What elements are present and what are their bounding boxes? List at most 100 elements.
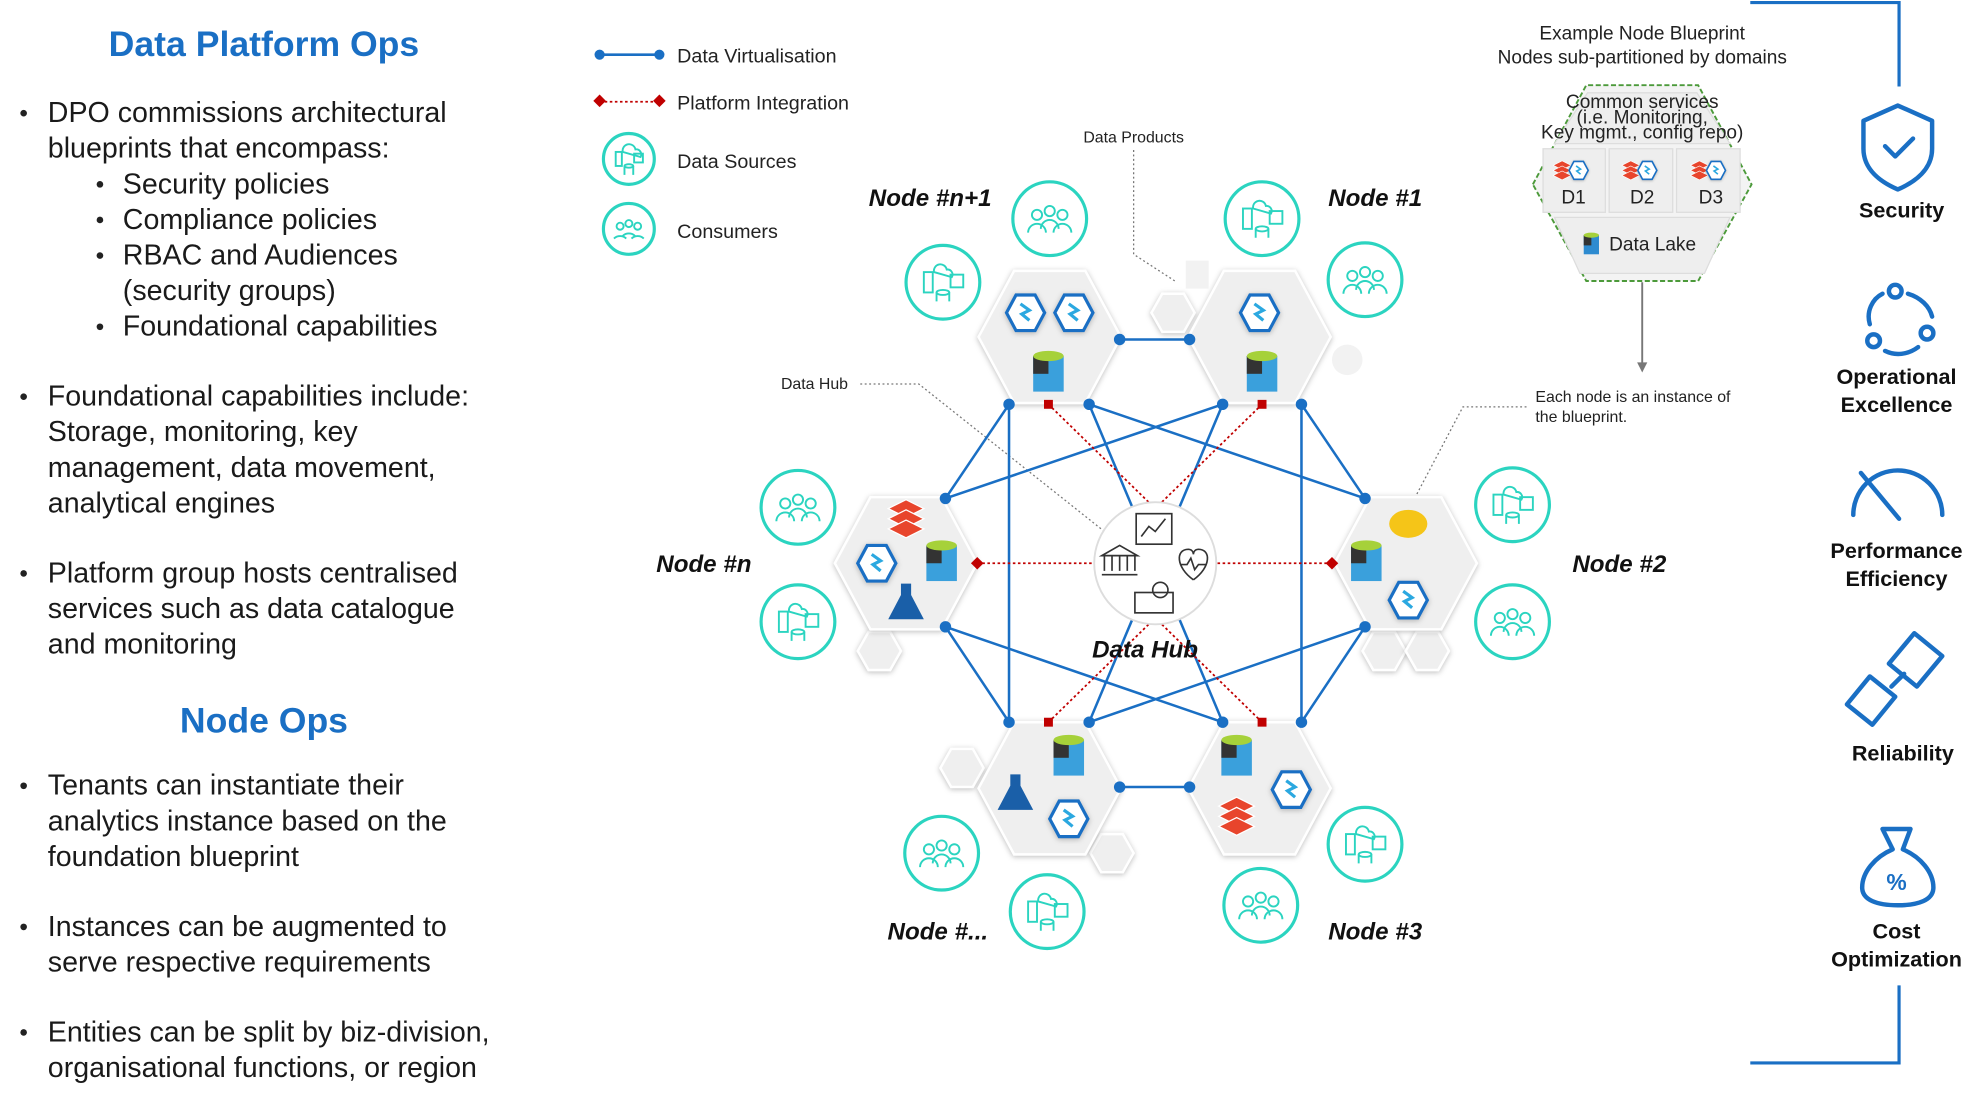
pillar-reliability: Reliability: [1852, 740, 1954, 765]
cycle-icon: [1865, 282, 1936, 357]
node-blueprint: Example Node Blueprint Nodes sub-partiti…: [1498, 23, 1787, 373]
bullet-line: analytics instance based on the: [48, 805, 447, 837]
data-sources-icon: [1008, 873, 1086, 951]
bullet-line: Instances can be augmented to: [48, 911, 447, 943]
svg-text:%: %: [1886, 869, 1906, 895]
domain-d3: D3: [1699, 187, 1723, 208]
bullet-line: analytical engines: [48, 487, 275, 519]
integration-point: [1325, 556, 1339, 570]
virtualisation-link: [945, 625, 1224, 724]
bullet-line: services such as data catalogue: [48, 593, 455, 625]
blueprint-common-2: (i.e. Monitoring,: [1577, 107, 1708, 128]
node-hexagon: [938, 747, 986, 789]
virtualisation-link: [1088, 625, 1366, 724]
integration-link: [1047, 617, 1156, 723]
consumers-icon: [601, 201, 656, 256]
data-lake-icon: [1053, 734, 1085, 776]
data-products-icon: [1185, 260, 1209, 289]
blueprint-subtitle: Nodes sub-partitioned by domains: [1498, 48, 1787, 69]
consumer-source-rings: [759, 180, 1551, 951]
connection-dot: [939, 492, 952, 505]
pillar-cost-1: Cost: [1872, 918, 1920, 943]
integration-point: [970, 556, 984, 570]
title-node-ops: Node Ops: [180, 700, 348, 740]
databricks-icon: [1621, 160, 1641, 181]
data-sources-icon: [759, 583, 837, 661]
connection-dot: [1003, 398, 1015, 411]
connection-points: [939, 333, 1371, 793]
data-lake-icon: [1221, 734, 1252, 776]
node-hexagon: [1404, 630, 1451, 672]
domain-d2: D2: [1630, 187, 1654, 208]
integration-link: [1154, 617, 1263, 723]
databricks-icon: [1552, 160, 1572, 181]
legend-virtualisation: Data Virtualisation: [677, 45, 836, 67]
node-label-more: Node #...: [888, 919, 989, 946]
synapse-icon: [1636, 160, 1658, 181]
pillar-performance-1: Performance: [1830, 538, 1962, 563]
node-hexagon: [1149, 292, 1197, 334]
synapse-icon: [1705, 160, 1727, 181]
hub-label: Data Hub: [1092, 636, 1198, 663]
pillar-performance-2: Efficiency: [1845, 566, 1947, 591]
virtualisation-link: [944, 403, 1011, 500]
callout-instance-2: the blueprint.: [1535, 409, 1627, 426]
legend: Data Virtualisation Platform Integration…: [593, 45, 849, 256]
legend-consumers: Consumers: [677, 221, 778, 243]
data-lake-icon: [1246, 350, 1278, 392]
callout-instance-1: Each node is an instance of: [1535, 389, 1731, 406]
connection-dot: [1359, 621, 1371, 633]
node-hexagon: [1361, 630, 1408, 672]
data-lake-icon: [1351, 540, 1382, 582]
bullet-line: Tenants can instantiate their: [48, 770, 405, 802]
connection-dot: [1295, 716, 1308, 728]
callout-data-products: Data Products: [1083, 129, 1184, 146]
connection-dot: [1083, 398, 1095, 411]
data-sources-icon: [1474, 466, 1551, 544]
plug-icon: [1844, 630, 1945, 727]
legend-integration: Platform Integration: [677, 92, 849, 114]
virtualisation-link: [945, 403, 1224, 500]
synapse-icon: [1238, 293, 1281, 333]
synapse-icon: [1004, 293, 1047, 333]
nodes: [833, 260, 1479, 874]
integration-point: [1257, 399, 1267, 409]
virtualisation-link: [944, 626, 1011, 723]
data-lake-icon: [926, 540, 957, 582]
hadoop-icon: [1389, 509, 1428, 538]
integration-point: [1043, 399, 1053, 409]
connections: [944, 338, 1367, 789]
synapse-icon: [1052, 293, 1095, 333]
integration-point: [1043, 717, 1053, 727]
connection-dot: [939, 621, 952, 633]
sub-bullet: RBAC and Audiences: [123, 239, 398, 271]
consumers-icon: [1011, 180, 1089, 258]
synapse-icon: [1387, 580, 1430, 620]
bullet-line: and monitoring: [48, 629, 237, 661]
node-label-2: Node #2: [1572, 551, 1666, 578]
blueprint-common-1: Common services: [1566, 92, 1719, 113]
virtualisation-link: [1300, 403, 1367, 500]
sub-bullet: Foundational capabilities: [123, 311, 438, 343]
data-hub: [1093, 501, 1218, 626]
connection-dot: [1003, 716, 1015, 728]
integration-link: [1154, 403, 1263, 510]
machine-learning-icon: [997, 774, 1034, 810]
connection-dot: [1083, 716, 1095, 728]
bullet-line: DPO commissions architectural: [48, 97, 447, 129]
shield-check-icon: [1861, 103, 1935, 192]
left-text-panel: DPO commissions architecturalblueprints …: [20, 97, 490, 1084]
bullet-line: serve respective requirements: [48, 946, 431, 978]
data-lake-icon: [1583, 232, 1599, 255]
data-sources-icon: [1326, 805, 1404, 883]
data-lake-icon: [1033, 350, 1064, 392]
synapse-icon: [1270, 770, 1313, 809]
bullet-line: Entities can be split by biz-division,: [48, 1016, 490, 1048]
node-hexagon: [856, 630, 903, 672]
pillar-operational-2: Excellence: [1841, 392, 1953, 417]
cosmos-icon: [1331, 344, 1363, 376]
databricks-icon: [1217, 796, 1256, 837]
sub-bullet: Compliance policies: [123, 204, 377, 236]
pillars: Security Operational Excellence Performa…: [1750, 0, 1963, 1065]
money-bag-icon: %: [1859, 826, 1936, 908]
